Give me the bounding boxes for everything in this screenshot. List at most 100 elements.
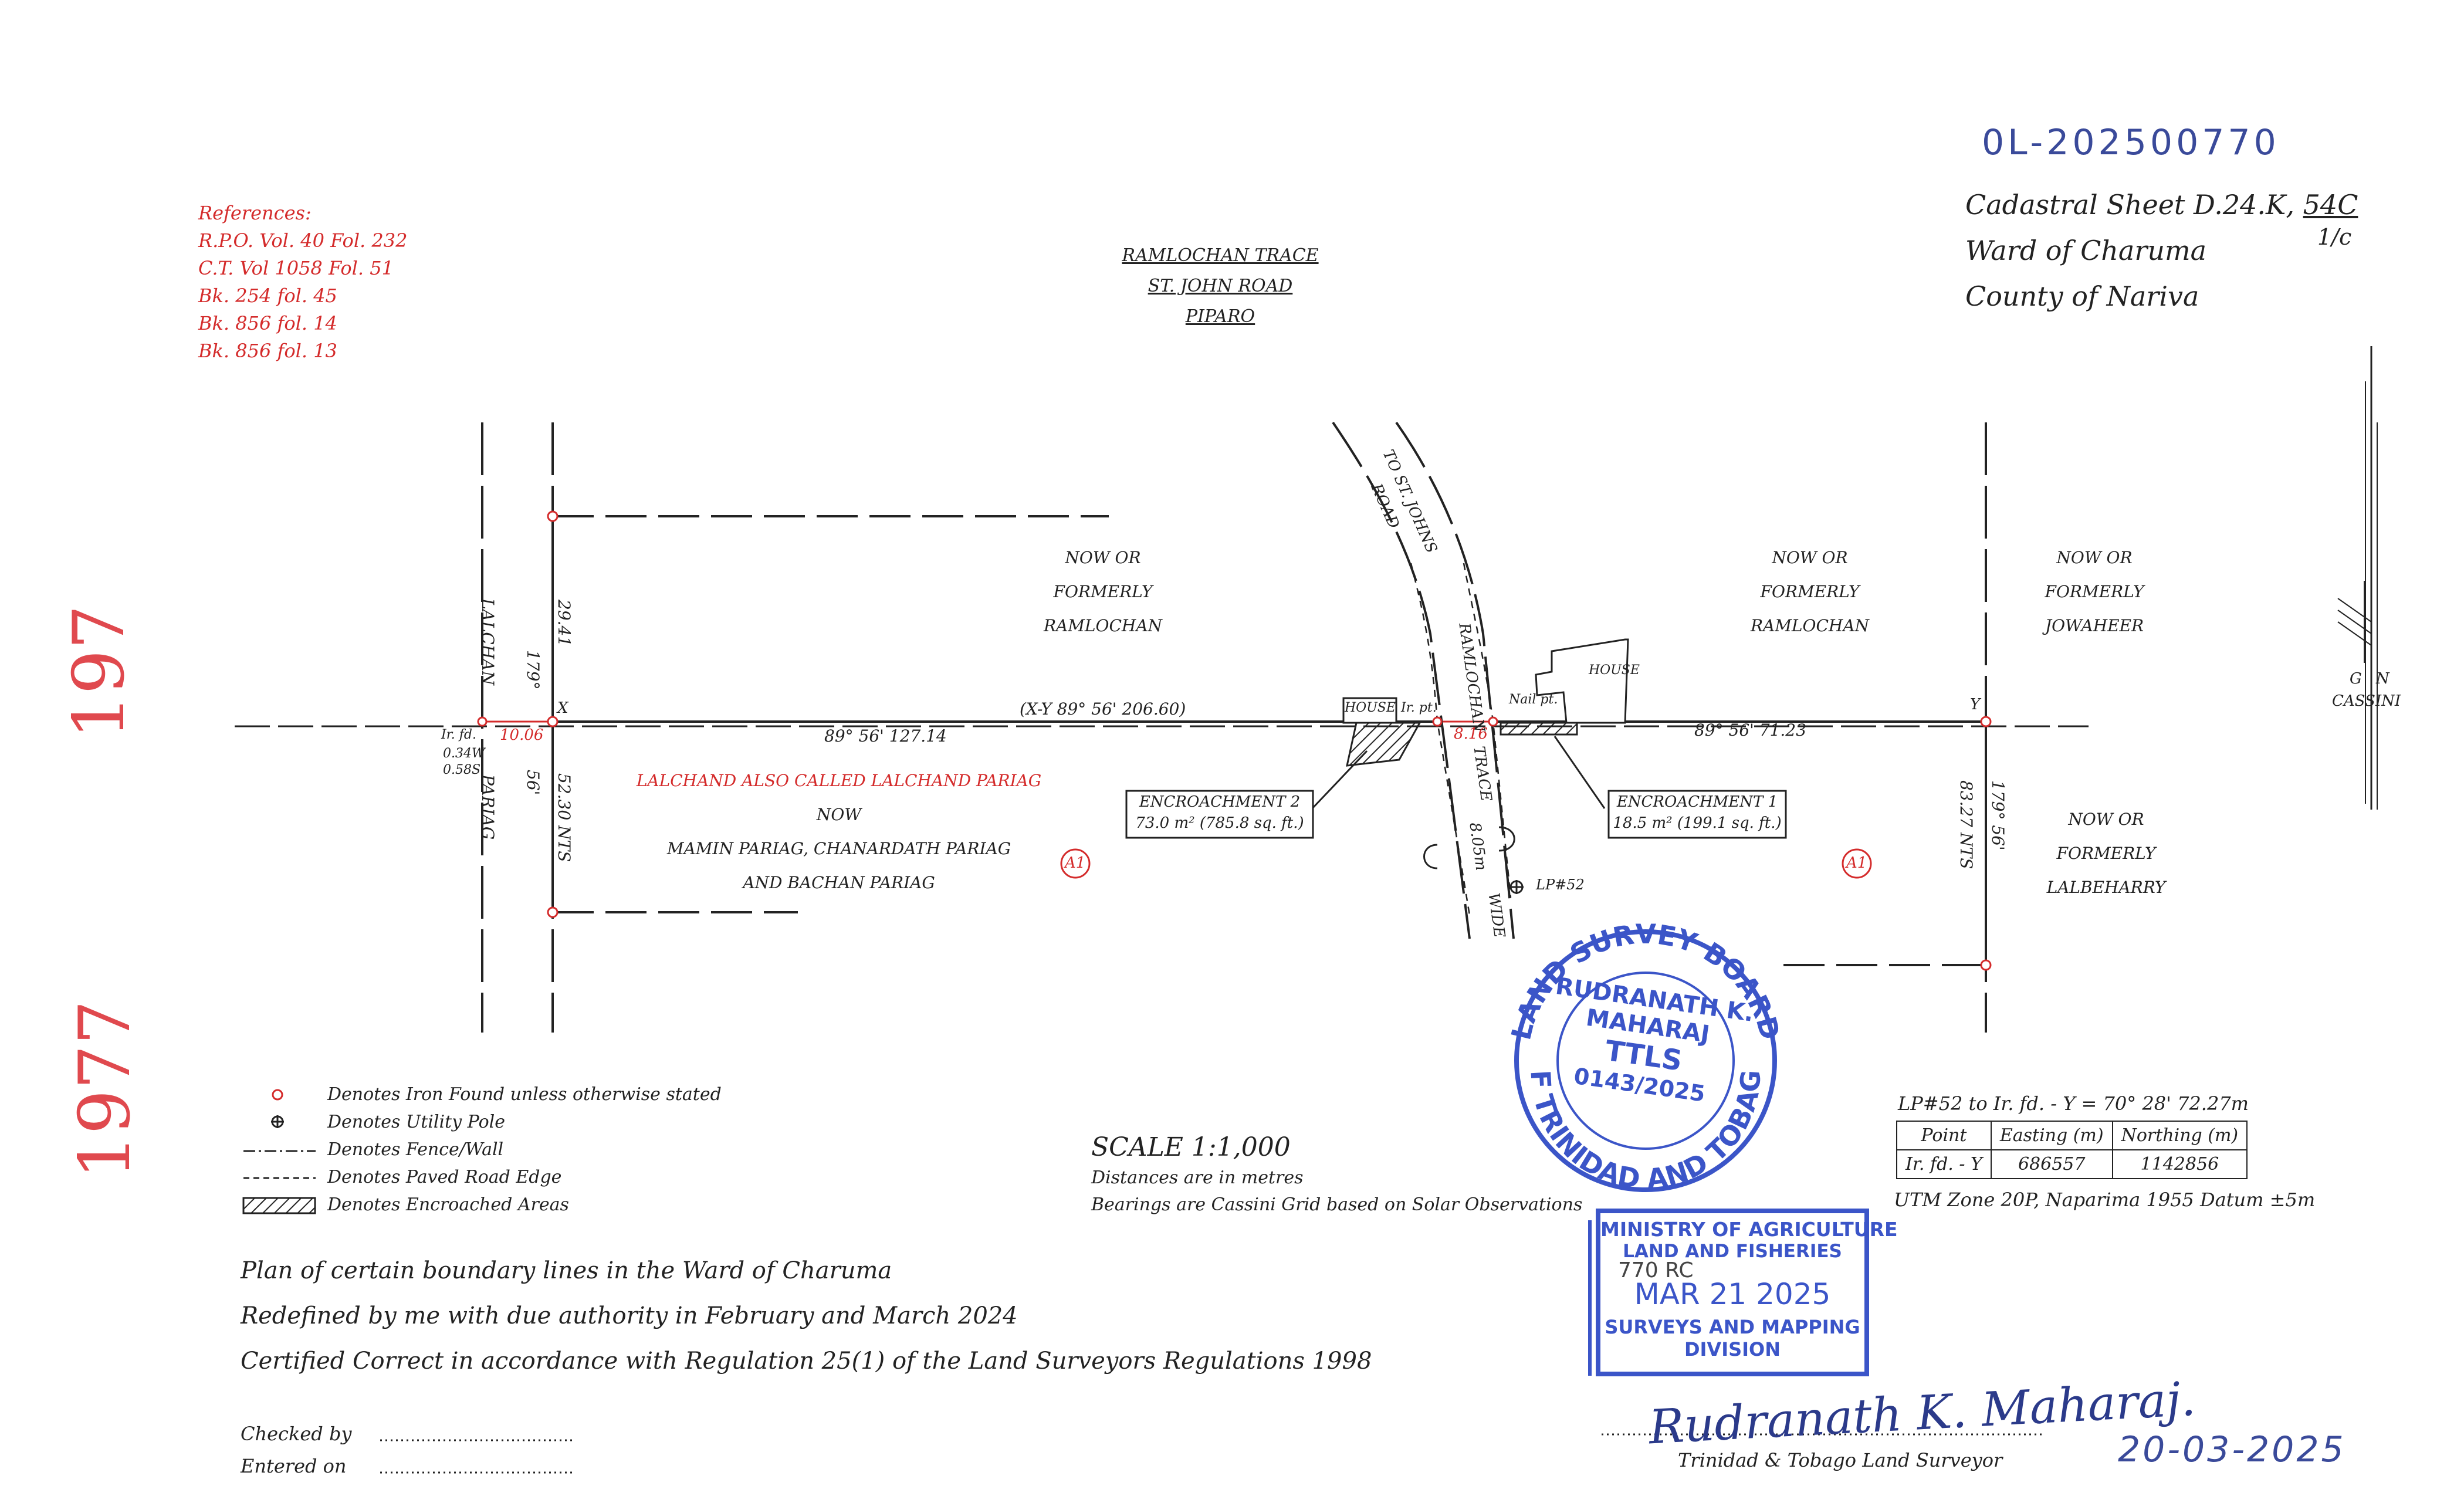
parcel-text: AND BACHAN PARIAG [743,873,935,892]
plan-line: Redefined by me with due authority in Fe… [241,1302,1018,1329]
svg-text:OF TRINIDAD AND TOBAGO: OF TRINIDAD AND TOBAGO [0,0,1767,1195]
references-heading: References: [198,202,312,224]
cadastral-sheet-label: Cadastral Sheet D.24.K, [1965,189,2295,221]
datum-note: UTM Zone 20P, Naparima 1955 Datum ±5m [1894,1189,2316,1211]
ministry-hand-note: 770 RC [1618,1258,1694,1282]
encroachment-2-area [1346,722,1421,767]
point-y [1980,716,1992,727]
house-east-label: HOUSE [1589,663,1640,678]
cadastral-sheet-sub: 1/c [2317,224,2352,250]
legend-encroached: Denotes Encroached Areas [327,1194,569,1215]
parcel-text: FORMERLY [2045,582,2144,601]
parcel-text: FORMERLY [2056,844,2156,863]
iron-pt-label: Ir. pt. [1401,700,1437,715]
encroachment-2-leader [1310,750,1368,811]
cadastral-sheet-number: 54C [2303,189,2358,221]
parcel-text: NOW OR [2056,548,2133,567]
parcel-text: MAMIN PARIAG, CHANARDATH PARIAG [666,839,1011,858]
parcel-text: FORMERLY [1053,582,1153,601]
scale-line-2: Bearings are Cassini Grid based on Solar… [1091,1194,1583,1215]
width-arrow-west [1423,844,1438,869]
ramlochan-trace-edge-west [1332,421,1471,939]
legend-iron-found: Denotes Iron Found unless otherwise stat… [327,1084,722,1105]
plan-line: Plan of certain boundary lines in the Wa… [241,1257,892,1284]
surveyor-title: Trinidad & Tobago Land Surveyor [1678,1449,2003,1471]
table-header: Easting (m) [1990,1121,2113,1150]
north-arrow-g: G [2350,670,2362,688]
paved-edge-east [1463,563,1512,898]
point-x [547,716,559,727]
margin-number-bottom: 1977 [65,1000,146,1179]
road-gap-label: 8.16 [1454,725,1488,743]
ministry-line-2: LAND AND FISHERIES [1623,1241,1842,1262]
table-row: Ir. fd. - Y 686557 1142856 [1896,1149,2248,1179]
ward-name: Ward of Charuma [1965,235,2207,266]
table-header-row: Point Easting (m) Northing (m) [1896,1121,2248,1150]
lalchan-road-name: LALCHAN [478,598,497,685]
cadastral-sheet: Cadastral Sheet D.24.K, 54C [1965,189,2358,221]
scale-line-1: Distances are in metres [1091,1167,1304,1188]
parcel-text: RAMLOCHAN [1043,616,1163,635]
table-cell: 686557 [1990,1149,2113,1179]
legend-fence: Denotes Fence/Wall [327,1139,504,1160]
location-line-1: RAMLOCHAN TRACE [1122,245,1319,266]
parcel-text: NOW OR [1065,548,1141,567]
a1-label-west: A1 [1065,854,1086,872]
west-north-bearing: 179° [523,650,543,690]
checked-by-label: Checked by [241,1423,352,1445]
parcel-text: NOW OR [1772,548,1848,567]
nail-pt-road [1488,716,1498,727]
parcel-east-south: NOW OR FORMERLY LALBEHARRY [2018,803,2194,905]
encroachment-1-leader [1553,736,1606,809]
paved-edge-west [1410,563,1471,916]
a1-marker-west [1060,848,1091,879]
references-block: References: R.P.O. Vol. 40 Fol. 232 C.T.… [198,199,407,365]
land-survey-board-stamp [1514,929,1777,1192]
north-arrow-n: N [2376,670,2389,688]
encroachment-1-box [1607,790,1787,839]
east-segment-label: 89° 56' 71.23 [1694,720,1806,740]
house-east-outline [1535,638,1629,724]
tie-line: LP#52 to Ir. fd. - Y = 70° 28' 72.27m [1898,1092,2249,1115]
ministry-line-5: DIVISION [1684,1338,1781,1360]
ramlochan-trace-edge-east [1395,421,1515,939]
lp52-label: LP#52 [1536,876,1585,893]
parcel-text: NOW [816,805,862,824]
point-x-label: X [557,699,568,717]
a1-marker-east [1842,848,1872,879]
table-header: Northing (m) [2111,1121,2248,1150]
west-north-distance: 29.41 [554,600,574,647]
table-header: Point [1896,1121,1992,1150]
table-cell: 1142856 [2111,1149,2248,1179]
legend-utility-pole-icon [271,1115,284,1128]
point-sw-fence [547,906,559,918]
coordinates-table: Point Easting (m) Northing (m) Ir. fd. -… [1896,1121,2248,1179]
encroachment-1-area [1500,722,1578,736]
nail-pt-label: Nail pt. [1509,692,1558,707]
iron-pt-road [1432,716,1443,727]
file-number: 0L-202500770 [1982,122,2280,163]
parcel-text: RAMLOCHAN [1750,616,1870,635]
table-cell: Ir. fd. - Y [1896,1149,1992,1179]
parcel-text: NOW OR [2068,810,2144,829]
reference-item: R.P.O. Vol. 40 Fol. 232 [198,229,408,252]
county-name: County of Nariva [1965,280,2199,312]
legend: Denotes Iron Found unless otherwise stat… [327,1081,722,1219]
west-offset-label: 10.06 [500,726,544,744]
reference-item: Bk. 856 fol. 14 [198,312,337,334]
margin-number-top: 197 [59,604,140,739]
encroachment-2-area-text: 73.0 m² (785.8 sq. ft.) [1135,814,1304,832]
north-arrow-cassini: CASSINI [2332,692,2401,710]
reference-item: C.T. Vol 1058 Fol. 51 [198,257,394,279]
point-se-fence [1980,959,1992,971]
plan-certification: Plan of certain boundary lines in the Wa… [241,1248,1372,1384]
reference-item: Bk. 254 fol. 45 [198,285,337,307]
main-bearing-label: (X-Y 89° 56' 206.60) [1020,699,1186,719]
width-arrow-east [1498,826,1515,852]
parcel-south-west: LALCHAND ALSO CALLED LALCHAND PARIAG NOW… [634,764,1044,900]
ministry-date: MAR 21 2025 [1634,1277,1831,1311]
ministry-stamp: MINISTRY OF AGRICULTURE LAND AND FISHERI… [1596,1209,1898,1376]
encroachment-2-box [1125,790,1314,839]
